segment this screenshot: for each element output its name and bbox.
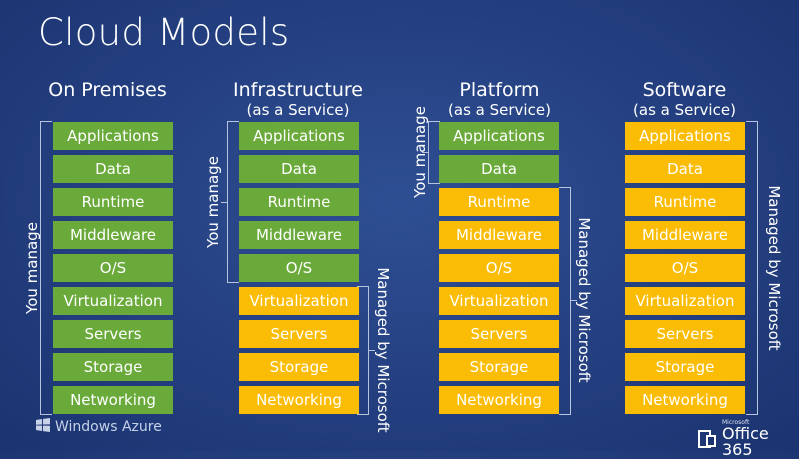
layer-runtime: Runtime (439, 188, 559, 216)
layer-data: Data (53, 155, 173, 183)
column-heading-on-premises: On Premises (40, 79, 175, 102)
column-heading-iaas: Infrastructure (as a Service) (228, 79, 368, 119)
layer-networking: Networking (53, 386, 173, 414)
layer-o-s: O/S (439, 254, 559, 282)
you-manage-bracket-paas (428, 121, 440, 184)
layer-o-s: O/S (625, 254, 745, 282)
layer-middleware: Middleware (439, 221, 559, 249)
layer-storage: Storage (439, 353, 559, 381)
windows-logo-icon (35, 418, 51, 436)
layer-data: Data (625, 155, 745, 183)
windows-azure-text: Windows Azure (55, 419, 162, 435)
layer-servers: Servers (439, 320, 559, 348)
managed-bracket-paas (559, 187, 571, 415)
column-title: Platform (459, 79, 540, 101)
column-title: Infrastructure (232, 79, 363, 101)
layer-data: Data (439, 155, 559, 183)
managed-by-label: Managed by Microsoft (575, 217, 593, 383)
bracket-tick (422, 152, 429, 153)
column-title: Software (642, 79, 727, 101)
layer-o-s: O/S (53, 254, 173, 282)
layer-applications: Applications (239, 122, 359, 150)
microsoft-text: Microsoft (722, 419, 750, 426)
column-subtitle: (as a Service) (448, 100, 551, 119)
managed-by-label: Managed by Microsoft (765, 185, 783, 351)
bracket-tick (368, 350, 375, 351)
column-subtitle: (as a Service) (246, 100, 350, 119)
layer-data: Data (239, 155, 359, 183)
layer-servers: Servers (239, 320, 359, 348)
page-title: Cloud Models (38, 11, 290, 54)
layer-networking: Networking (625, 386, 745, 414)
office-logo-icon (698, 429, 718, 449)
you-manage-label: You manage (23, 222, 41, 314)
layer-virtualization: Virtualization (239, 287, 359, 315)
bracket-tick (221, 202, 228, 203)
layer-middleware: Middleware (53, 221, 173, 249)
layer-o-s: O/S (239, 254, 359, 282)
layer-servers: Servers (53, 320, 173, 348)
column-heading-saas: Software (as a Service) (617, 79, 752, 119)
layer-middleware: Middleware (239, 221, 359, 249)
layer-storage: Storage (53, 353, 173, 381)
layer-applications: Applications (625, 122, 745, 150)
layer-virtualization: Virtualization (53, 287, 173, 315)
windows-azure-brand: Windows Azure (35, 418, 162, 436)
layer-middleware: Middleware (625, 221, 745, 249)
office-365-text: Office 365 (722, 424, 769, 459)
you-manage-bracket-on-premises (40, 121, 52, 415)
you-manage-bracket-iaas (227, 121, 239, 283)
managed-by-label: Managed by Microsoft (374, 267, 392, 433)
column-title: On Premises (48, 79, 167, 101)
column-subtitle: (as a Service) (633, 100, 736, 119)
layer-storage: Storage (625, 353, 745, 381)
layer-networking: Networking (439, 386, 559, 414)
layer-applications: Applications (439, 122, 559, 150)
layer-networking: Networking (239, 386, 359, 414)
layer-storage: Storage (239, 353, 359, 381)
layer-virtualization: Virtualization (625, 287, 745, 315)
you-manage-label: You manage (411, 106, 429, 198)
you-manage-label: You manage (204, 156, 222, 248)
layer-runtime: Runtime (625, 188, 745, 216)
bracket-tick (570, 300, 577, 301)
layer-servers: Servers (625, 320, 745, 348)
layer-applications: Applications (53, 122, 173, 150)
layer-runtime: Runtime (53, 188, 173, 216)
column-heading-paas: Platform (as a Service) (432, 79, 567, 119)
layer-virtualization: Virtualization (439, 287, 559, 315)
layer-runtime: Runtime (239, 188, 359, 216)
office-365-brand: Microsoft Office 365 (698, 420, 799, 458)
managed-bracket-saas (746, 121, 758, 415)
